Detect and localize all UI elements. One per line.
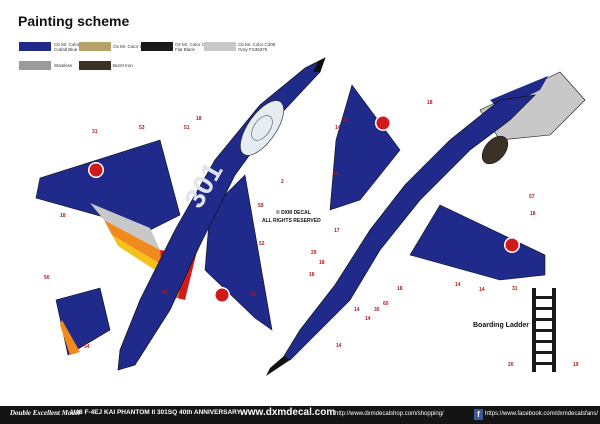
bottom-callout-11: 14 [455,282,461,288]
facebook-icon[interactable]: f [474,409,483,420]
bottom-callout-19: 14 [336,343,342,349]
ladder-rung [536,307,552,310]
aircraft-drawing: 301 © DXM DECAL ALL RIGHTS RESERVED 31 53… [35,57,586,376]
top-hinomaru-right-red [215,288,229,302]
ladder-rung [536,351,552,354]
footer-brand: Double Excellent Model [10,409,80,417]
bottom-view: © DXM DECAL ALL RIGHTS RESERVED [262,71,586,376]
bottom-callout-10: 18 [309,272,315,278]
top-callout-2: 53 [139,125,145,131]
legend-swatch-black [141,42,173,51]
bottom-callout-14: 18 [397,286,403,292]
bottom-callout-16: 30 [374,307,380,313]
ladder-label: Boarding Ladder [473,322,530,329]
ladder-rail-left [532,288,536,372]
bottom-callout-4: 14 [333,171,339,177]
top-callout-5: 2 [281,179,284,185]
ladder-rung [536,329,552,332]
bottom-callout-18: 14 [365,316,371,322]
bottom-callout-8: 29 [311,250,317,256]
ladder-callouts: 20 19 [508,362,579,368]
legend-label-stainless: Stainless [54,63,73,68]
top-hinomaru-left-red [89,163,103,177]
top-callout-12: 54 [84,344,90,350]
top-tailplane-stripe [60,320,80,355]
boarding-ladder [532,288,556,372]
ladder-callout-left: 20 [508,362,514,368]
bottom-hinomaru-left-red [376,116,390,130]
top-left-wing-stripe-orange [104,220,162,265]
bottom-callout-3: 18 [427,100,433,106]
top-view-callouts: 31 53 51 18 2 59 18 52 50 56 31 54 [44,116,284,350]
bottom-hinomaru-right-red [505,238,519,252]
top-canopy [240,100,284,156]
legend-label-burnt-iron: Burnt Iron [113,63,133,68]
ladder-rail-right [552,288,556,372]
top-callout-9: 50 [44,275,50,281]
bottom-engine-nozzle [481,135,509,165]
ladder-callout-right: 19 [573,362,579,368]
top-callout-3: 51 [184,125,190,131]
legend-swatch-tan [79,42,111,51]
bottom-nose-cone [266,356,290,376]
footer-model: 1/48 F-4EJ KAI PHANTOM II 301SQ 40th ANN… [70,409,241,416]
top-left-wing-stripe-yellow [112,235,164,276]
top-callout-4: 18 [196,116,202,122]
ladder-rungs [536,296,552,365]
bottom-callout-15: 14 [354,307,360,313]
top-callout-8: 52 [259,241,265,247]
top-left-wing [35,139,181,231]
bottom-left-wing [329,84,401,211]
top-callout-7: 18 [60,213,66,219]
stencil-line-1: © DXM DECAL [276,209,311,216]
ladder-rung [536,296,552,299]
top-nose-cone [313,58,325,72]
bottom-callout-5: 57 [529,194,535,200]
page-title: Painting scheme [18,13,130,29]
footer-bar: Double Excellent Model 1/48 F-4EJ KAI PH… [0,406,600,424]
top-callout-11: 31 [250,292,256,298]
footer-facebook-link[interactable]: https://www.facebook.com/dxmdecalsfans/ [485,411,599,417]
ladder-rung [536,362,552,365]
stencil-line-2: ALL RIGHTS RESERVED [262,218,321,224]
footer-site-link[interactable]: www.dxmdecal.com [240,407,336,418]
bottom-callout-13: 31 [512,286,518,292]
bottom-callout-9: 18 [319,260,325,266]
top-view: 301 [35,57,326,371]
top-canopy-frame [251,115,273,141]
footer-shop-link[interactable]: http://www.dxmdecalshop.com/shopping/ [335,411,444,417]
legend-swatch-cobalt [19,42,51,51]
legend-swatch-burnt-iron [79,61,111,70]
bottom-right-wing [409,204,546,281]
legend-swatch-gray [204,42,236,51]
ladder-rung [536,318,552,321]
top-callout-1: 31 [92,129,98,135]
bottom-callout-17: 60 [383,301,389,307]
top-left-wing-stripe-gray [90,203,160,250]
bottom-callout-6: 18 [530,211,536,217]
legend-swatch-stainless [19,61,51,70]
bottom-callout-2: 14 [335,125,341,131]
bottom-callout-12: 14 [479,287,485,293]
bottom-callout-7: 17 [334,228,340,234]
bottom-callout-1: 31 [343,117,349,123]
top-left-tailplane [55,287,111,356]
top-callout-10: 56 [162,290,168,296]
ladder-rung [536,340,552,343]
top-callout-6: 59 [258,203,264,209]
legend-label-gray: C6 Mr. Color C308 Gray FS36375 [238,42,276,52]
